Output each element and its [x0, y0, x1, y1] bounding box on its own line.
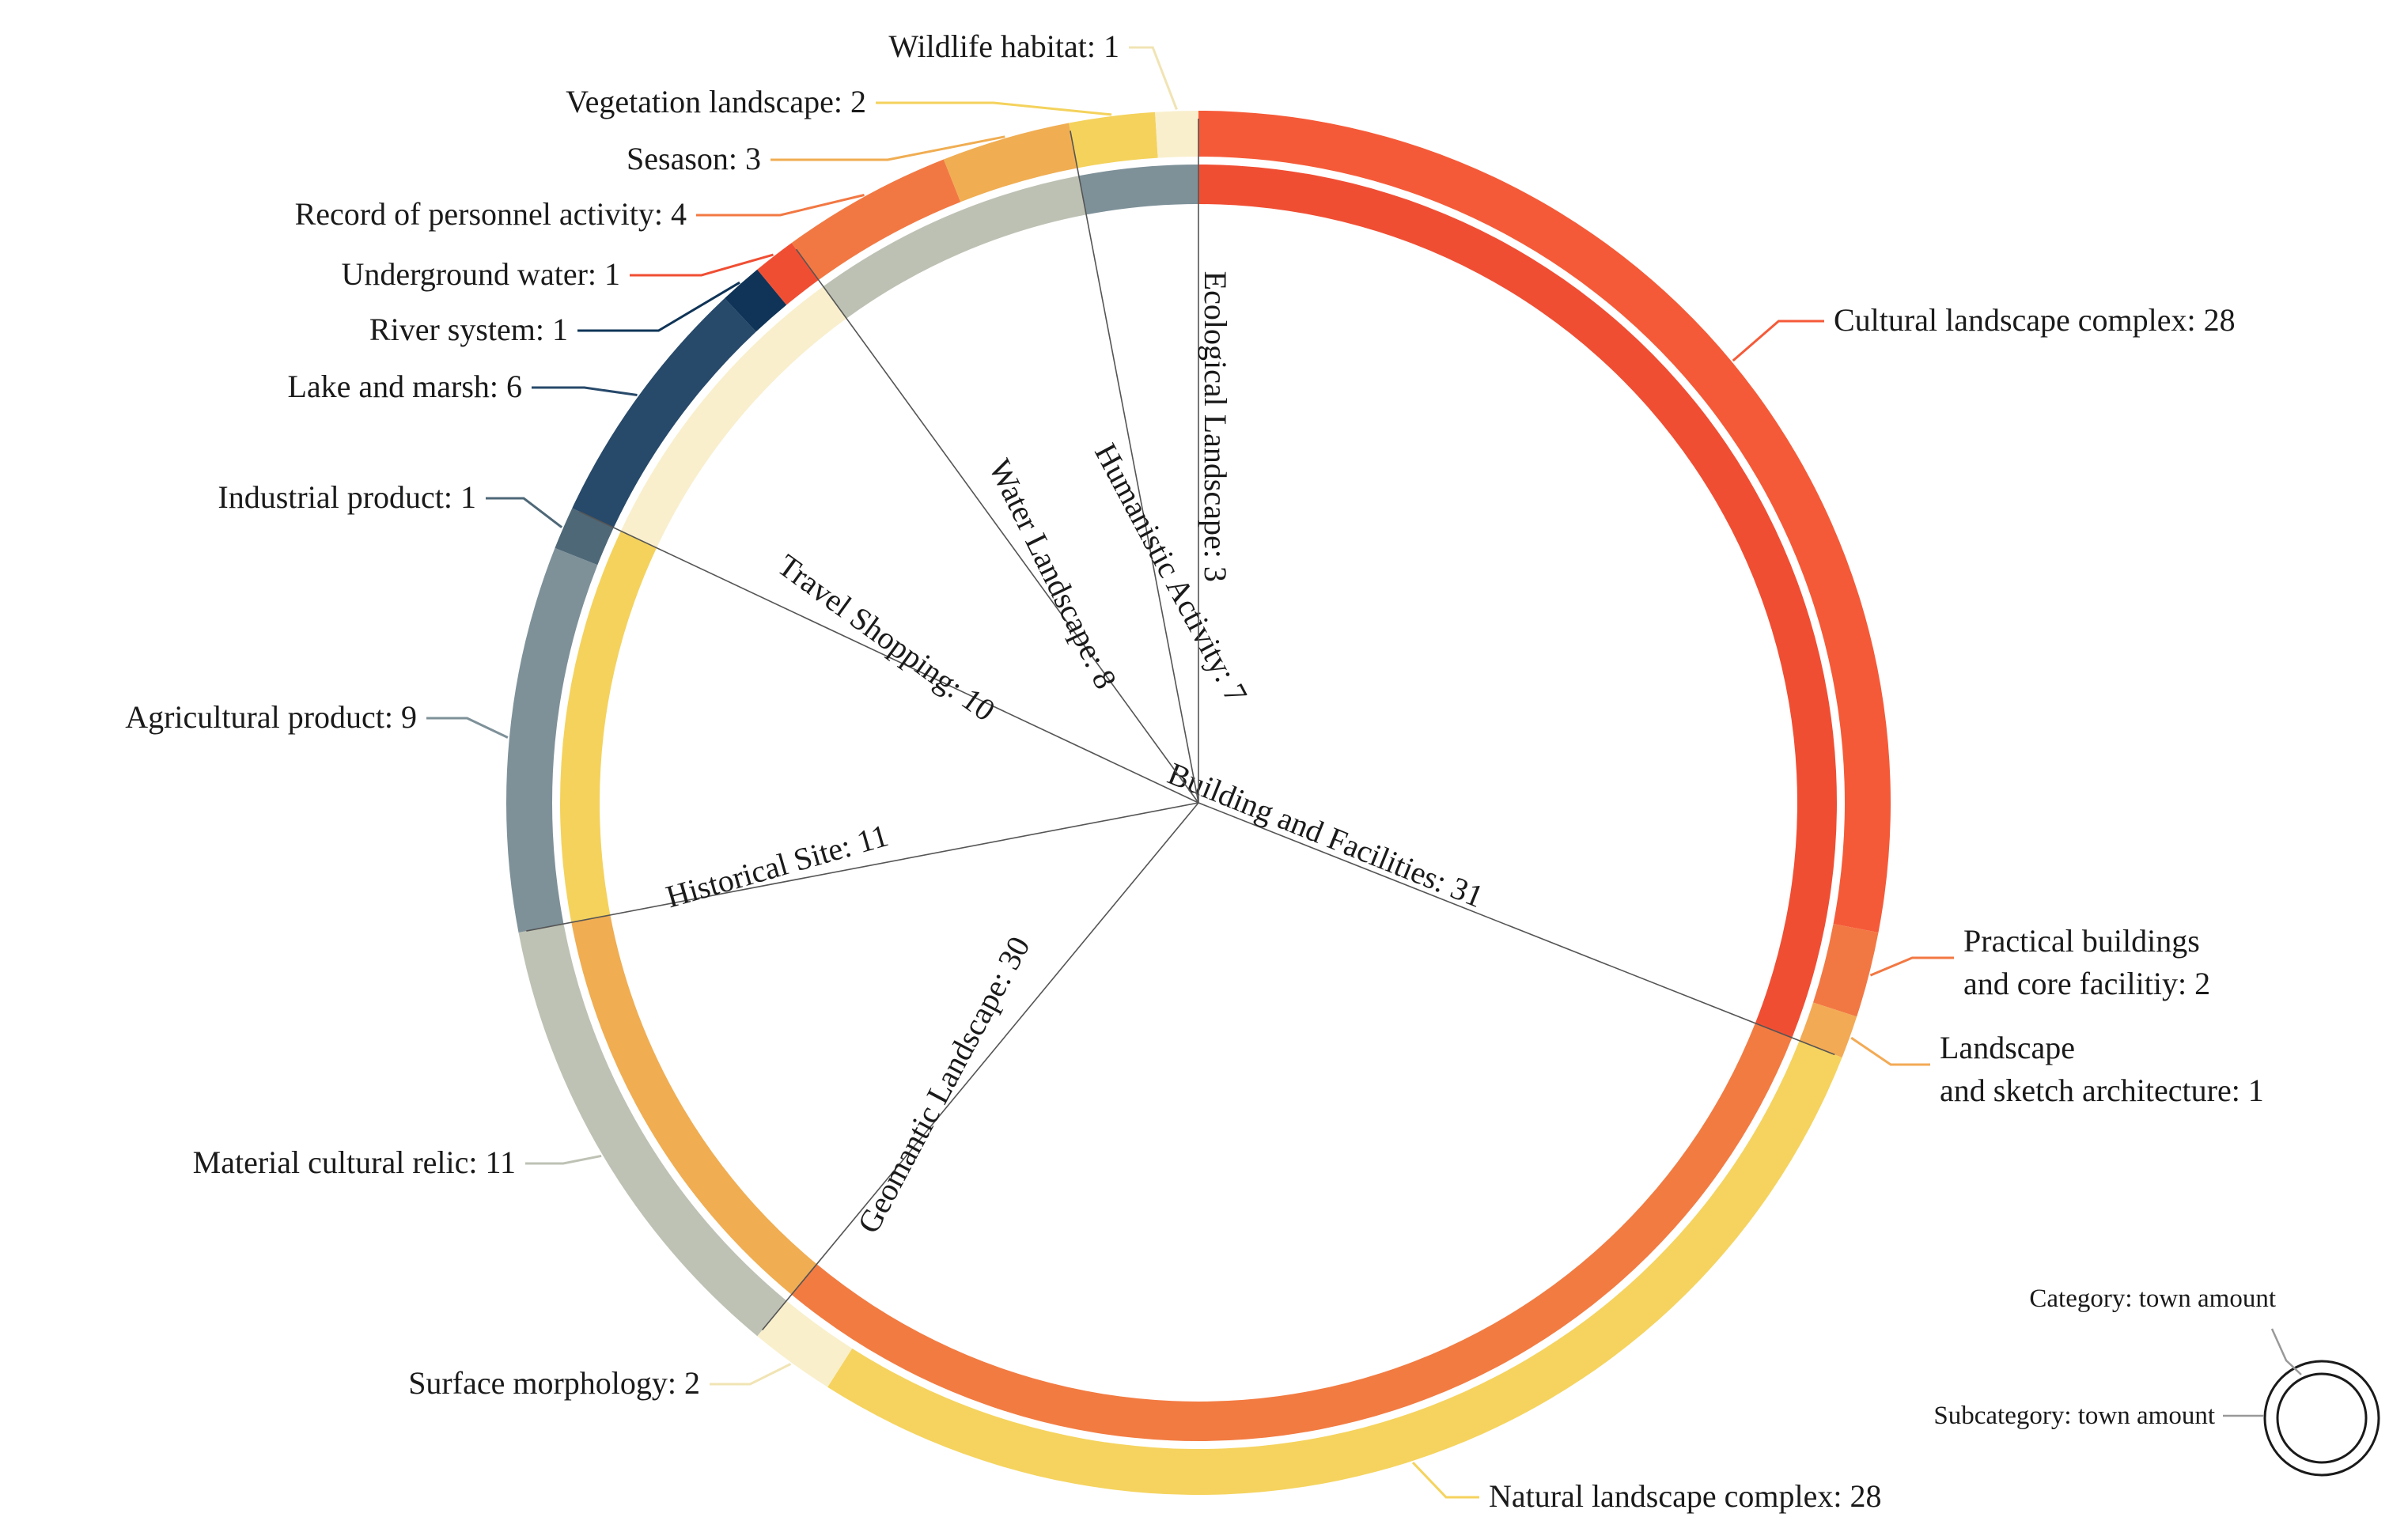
category-label-building-and-facilities: Building and Facilities: 31 [1163, 755, 1488, 914]
subcategory-label-agricultural-product: Agricultural product: 9 [125, 699, 417, 735]
category-label-water-landscape: Water Landscape: 8 [982, 454, 1123, 694]
category-label-historical-site: Historical Site: 11 [662, 817, 892, 914]
category-divider-historical-site [526, 802, 1199, 932]
subcategory-arc-agricultural-product [506, 547, 598, 933]
subcategory-arc-natural-landscape-complex [827, 1040, 1842, 1495]
subcategory-label-underground-water: Underground water: 1 [342, 256, 621, 292]
leader-material-cultural-relic [525, 1154, 602, 1165]
subcategory-label-cultural-landscape-complex: Cultural landscape complex: 28 [1834, 302, 2236, 338]
leader-practical-buildings-and-core-facilitiy [1869, 956, 1954, 977]
category-arc-travel-shopping [560, 531, 657, 923]
subcategory-arc-lake-and-marsh [572, 298, 756, 528]
leader-natural-landscape-complex [1411, 1462, 1479, 1499]
leader-lake-and-marsh [532, 386, 638, 396]
legend-outer-circle [2263, 1360, 2380, 1477]
category-arc-geomantic-landscape [791, 1023, 1793, 1441]
subcategory-arc-wildlife-habitat [1155, 111, 1198, 158]
category-arc-ecological-landscape [1078, 165, 1198, 215]
subcategory-label-record-of-personnel-activity: Record of personnel activity: 4 [295, 196, 687, 232]
leader-industrial-product [486, 497, 563, 528]
leader-wildlife-habitat [1129, 46, 1178, 110]
ring-legend: Category: town amount Subcategory: town … [1933, 1284, 2380, 1477]
subcategory-arc-practical-buildings-and-core-facilitiy [1813, 924, 1879, 1017]
subcategory-arc-industrial-product [555, 508, 614, 566]
subcategory-label-natural-landscape-complex: Natural landscape complex: 28 [1489, 1478, 1881, 1514]
leader-surface-morphology [710, 1363, 792, 1386]
category-divider-water-landscape [795, 248, 1199, 804]
subcategory-label-sesason: Sesason: 3 [627, 141, 761, 176]
subcategory-arc-river-system [725, 269, 787, 332]
subcategory-label-material-cultural-relic: Material cultural relic: 11 [193, 1144, 516, 1180]
subcategory-arc-surface-morphology [757, 1300, 853, 1387]
leader-record-of-personnel-activity [696, 194, 865, 217]
category-label-ecological-landscape: Ecological Landscape: 3 [1198, 271, 1233, 582]
legend-category-leader [2270, 1328, 2302, 1375]
subcategory-label-lake-and-marsh: Lake and marsh: 6 [287, 369, 522, 404]
subcategory-arc-record-of-personnel-activity [791, 159, 961, 281]
leader-cultural-landscape-complex [1732, 320, 1824, 362]
leader-vegetation-landscape [876, 101, 1112, 116]
subcategory-ring [506, 111, 1891, 1495]
subcategory-arc-underground-water [757, 243, 819, 305]
legend-inner-circle [2276, 1372, 2368, 1464]
subcategory-label-wildlife-habitat: Wildlife habitat: 1 [888, 28, 1119, 64]
category-divider-humanistic-activity [1070, 131, 1199, 804]
subcategory-label-industrial-product: Industrial product: 1 [218, 479, 476, 515]
category-arc-building-and-facilities [1198, 165, 1837, 1039]
leader-landscape-and-sketch-architecture [1850, 1036, 1930, 1066]
category-divider-travel-shopping [578, 510, 1199, 804]
subcategory-label-surface-morphology: Surface morphology: 2 [408, 1365, 700, 1401]
category-ring [560, 165, 1837, 1441]
subcategory-arc-vegetation-landscape [1069, 112, 1158, 168]
subcategory-arc-sesason [943, 123, 1077, 202]
leader-agricultural-product [426, 717, 509, 739]
subcategory-label-vegetation-landscape: Vegetation landscape: 2 [566, 84, 866, 119]
category-label-geomantic-landscape: Geomantic Landscape: 30 [850, 931, 1037, 1239]
legend-category-text: Category: town amount [2029, 1284, 2276, 1313]
category-divider-building-and-facilities [1198, 802, 1835, 1056]
category-arc-humanistic-activity [823, 176, 1087, 319]
category-arc-historical-site [571, 914, 817, 1295]
subcategory-label-river-system: River system: 1 [369, 312, 568, 347]
category-divider-geomantic-landscape [762, 802, 1199, 1331]
legend-subcategory-text: Subcategory: town amount [1933, 1402, 2215, 1430]
leader-underground-water [630, 253, 774, 277]
subcategory-leaders: Cultural landscape complex: 28 Practical … [125, 28, 2264, 1514]
subcategory-arc-material-cultural-relic [518, 924, 787, 1337]
leader-river-system [577, 281, 740, 332]
leader-sesason [770, 135, 1005, 161]
subcategory-arc-landscape-and-sketch-architecture [1799, 1002, 1857, 1058]
category-label-travel-shopping: Travel Shopping: 10 [771, 547, 1001, 728]
category-arc-water-landscape [620, 286, 847, 548]
